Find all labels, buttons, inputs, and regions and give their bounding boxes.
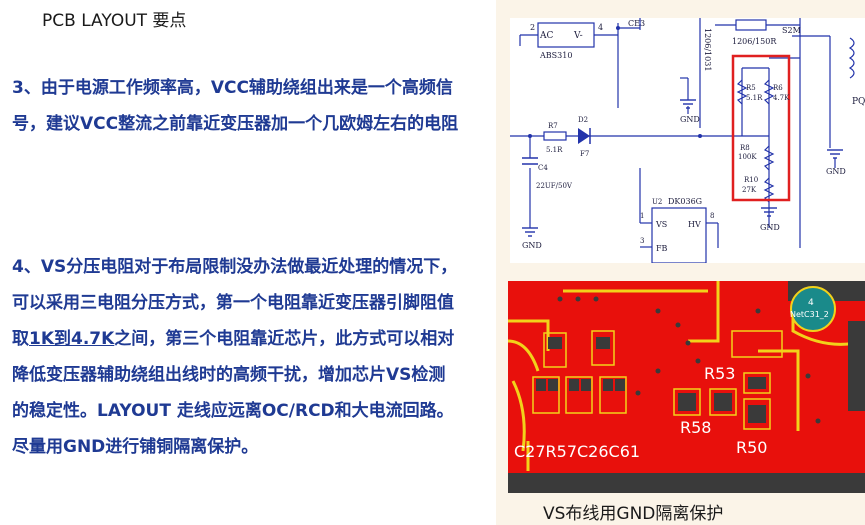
gnd-label-3: GND	[760, 223, 780, 232]
bridge-v-label: V-	[573, 31, 583, 41]
paragraph-vs-underlined: 1K到4.7K	[29, 329, 115, 349]
pcb-drawing: 4 NetC31_2 R53 R58 R50 C27R57C26C61	[507, 281, 865, 493]
paragraph-vs-part2: 之间，第三个电阻靠近芯片，此方式可以相对降低变压器辅助绕组出线时的高频干扰，增加…	[12, 329, 455, 457]
s2m-label: S2M	[782, 26, 801, 35]
pcb-label-r53: R53	[704, 364, 735, 383]
gnd-symbols	[522, 99, 843, 237]
pcb-label-r50: R50	[736, 438, 767, 457]
net-label: NetC31_2	[790, 310, 829, 319]
gnd-label-1: GND	[680, 115, 700, 124]
r6-resistor	[763, 79, 775, 105]
r5-value-label: 5.1R	[746, 94, 763, 102]
schematic-image: AC V- ABS310 2 4 CE3 1206/1031 R4 1206/1…	[510, 11, 865, 264]
r5-label: R5	[746, 84, 756, 92]
bridge-part-label: ABS310	[539, 51, 572, 60]
pin1-label: 1	[640, 212, 644, 220]
figure-caption: VS布线用GND隔离保护	[543, 504, 724, 524]
r7-resistor	[543, 131, 567, 141]
fb-pin-label: FB	[656, 244, 668, 253]
r10-value-label: 27K	[742, 186, 757, 194]
chip-label: DK036G	[668, 197, 702, 206]
r4-label: R4	[742, 18, 753, 20]
d2-label: D2	[578, 116, 588, 124]
r8-resistor	[763, 145, 775, 171]
net-pin-label: 4	[808, 298, 814, 308]
ce3-label: CE3	[628, 19, 645, 28]
paragraph-vs-part1: 4、VS分压电阻对于布局限制没办法做最近处理的情况下，可以采用三电阻分压方式，第…	[12, 257, 458, 349]
r5-resistor	[736, 79, 748, 105]
highlight-box	[731, 54, 791, 202]
r4-value-label: 1206/150R	[732, 37, 777, 46]
pcb-label-r58: R58	[680, 418, 711, 437]
u2-label: U2	[652, 198, 662, 206]
r7-label: R7	[548, 122, 558, 130]
gnd-label-4: GND	[826, 167, 846, 176]
c4-label: C4	[538, 164, 548, 172]
r6-value-label: 4.7K	[773, 94, 790, 102]
vs-pin-label: VS	[655, 220, 667, 229]
chip-box	[651, 207, 707, 264]
part-1206-label: 1206/1031	[703, 28, 712, 71]
r6-label: R6	[773, 84, 783, 92]
r10-resistor	[763, 177, 775, 203]
page-title: PCB LAYOUT 要点	[42, 11, 187, 31]
gnd-label-2: GND	[522, 241, 542, 250]
pcb-image: 4 NetC31_2 R53 R58 R50 C27R57C26C61	[507, 281, 865, 493]
pq-label: PQ	[852, 97, 865, 107]
r8-value-label: 100K	[738, 153, 757, 161]
r8-label: R8	[740, 144, 750, 152]
pin4-label: 4	[598, 23, 603, 32]
r10-label: R10	[744, 176, 758, 184]
bridge-ac-label: AC	[539, 31, 553, 41]
paragraph-vs-divider: 4、VS分压电阻对于布局限制没办法做最近处理的情况下，可以采用三电阻分压方式，第…	[12, 249, 462, 465]
r7-value-label: 5.1R	[546, 146, 563, 154]
pin2-label: 2	[530, 23, 535, 32]
f7-label: F7	[580, 150, 589, 158]
schematic-drawing: AC V- ABS310 2 4 CE3 1206/1031 R4 1206/1…	[510, 11, 865, 264]
pin8-label: 8	[710, 212, 714, 220]
paragraph-vcc-resistor: 3、由于电源工作频率高，VCC辅助绕组出来是一个高频信号，建议VCC整流之前靠近…	[12, 78, 459, 134]
c4-value-label: 22UF/50V	[536, 182, 573, 190]
hv-pin-label: HV	[688, 220, 701, 229]
net-pad	[790, 286, 836, 332]
diode-symbol	[578, 128, 590, 144]
pin3-label: 3	[640, 237, 644, 245]
pcb-label-c27-row: C27R57C26C61	[514, 442, 640, 461]
